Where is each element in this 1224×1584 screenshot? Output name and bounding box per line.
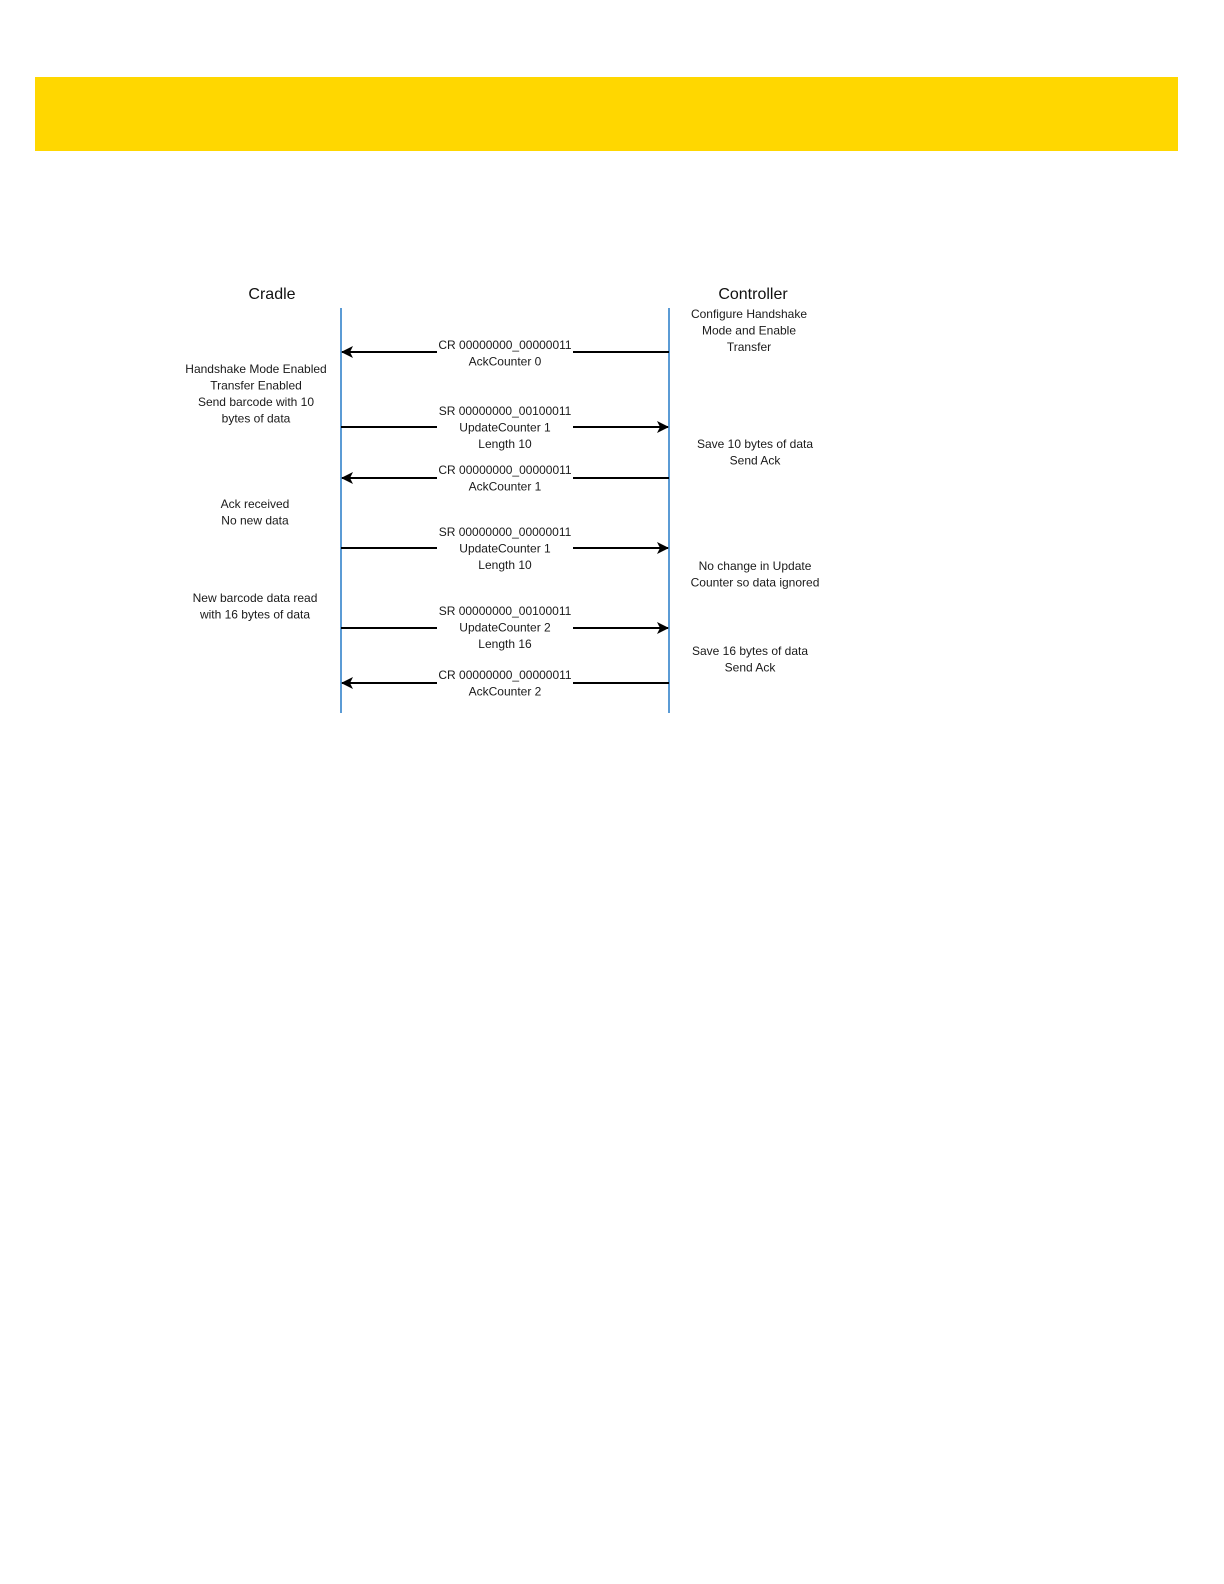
message-5-label-line: UpdateCounter 2 (459, 621, 551, 635)
controller-note-line: Configure Handshake (691, 307, 807, 321)
controller-note-line: Send Ack (725, 661, 777, 675)
controller-note-line: Transfer (727, 340, 771, 354)
cradle-note-2: Ack received No new data (221, 497, 290, 528)
cradle-note-line: Ack received (221, 497, 290, 511)
cradle-note-3: New barcode data read with 16 bytes of da… (193, 591, 318, 622)
controller-note-line: Save 10 bytes of data (697, 437, 813, 451)
controller-note-line: No change in Update (699, 559, 812, 573)
participant-controller-title: Controller (718, 286, 788, 303)
message-1-label-line: AckCounter 0 (469, 355, 542, 369)
controller-note-3: No change in UpdateCounter so data ignor… (691, 559, 820, 590)
message-2-label-line: UpdateCounter 1 (459, 421, 551, 435)
message-5-label-line: SR 00000000_00100011 (439, 604, 572, 618)
message-4-label-line: UpdateCounter 1 (459, 542, 551, 556)
message-4-label-line: Length 10 (478, 558, 532, 572)
message-5-label-line: Length 16 (478, 637, 532, 651)
controller-note-line: Send Ack (730, 454, 782, 468)
cradle-note-line: bytes of data (222, 412, 291, 426)
message-3-label-line: AckCounter 1 (469, 480, 542, 494)
message-6-label-line: CR 00000000_00000011 (438, 668, 572, 682)
controller-note-line: Counter so data ignored (691, 576, 820, 590)
cradle-note-line: New barcode data read (193, 591, 318, 605)
header-bar (35, 77, 1178, 151)
cradle-note-line: Handshake Mode Enabled (185, 362, 326, 376)
message-3-label-line: CR 00000000_00000011 (438, 463, 572, 477)
controller-note-line: Mode and Enable (702, 324, 796, 338)
cradle-note-line: Transfer Enabled (210, 379, 302, 393)
controller-note-line: Save 16 bytes of data (692, 644, 808, 658)
participant-cradle-title: Cradle (248, 286, 295, 303)
message-2-label-line: Length 10 (478, 437, 532, 451)
cradle-note-line: with 16 bytes of data (199, 608, 310, 622)
cradle-note-line: No new data (221, 514, 289, 528)
message-6-label-line: AckCounter 2 (469, 685, 542, 699)
message-4-label-line: SR 00000000_00000011 (439, 525, 572, 539)
message-1-label-line: CR 00000000_00000011 (438, 338, 572, 352)
message-2-label-line: SR 00000000_00100011 (439, 404, 572, 418)
cradle-note-line: Send barcode with 10 (198, 395, 314, 409)
